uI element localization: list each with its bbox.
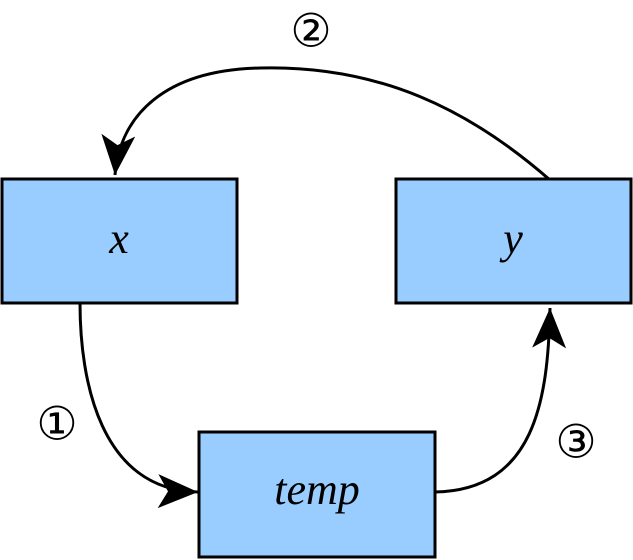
edge-temp-to-y [434, 307, 567, 494]
node-y-label: y [499, 214, 523, 263]
node-temp: temp [197, 430, 437, 559]
edge-x-to-temp [78, 302, 199, 509]
node-x: x [0, 177, 239, 305]
step-label-1: ① [36, 397, 77, 451]
node-temp-label: temp [274, 465, 360, 514]
step-label-2: ② [290, 4, 331, 58]
node-x-label: x [108, 214, 129, 263]
node-x-box [0, 177, 239, 305]
node-y: y [394, 177, 633, 305]
step-label-3: ③ [555, 415, 596, 469]
node-y-box [394, 177, 633, 305]
node-temp-box [197, 430, 437, 559]
edge-y-to-x [101, 66, 551, 182]
